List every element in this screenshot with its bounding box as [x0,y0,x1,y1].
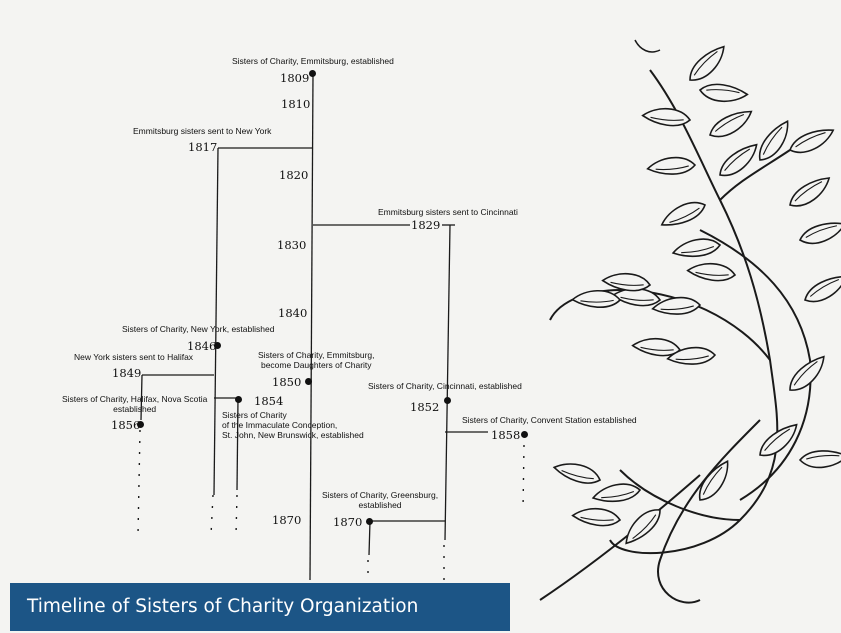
event-year-1829: 1829 [411,218,441,232]
axis-year-1820: 1820 [279,168,309,182]
event-year-1849: 1849 [112,366,142,380]
event-label-1856: Sisters of Charity, Halifax, Nova Scotia… [62,394,208,414]
axis-year-1870: 1870 [272,513,302,527]
event-label-1870: Sisters of Charity, Greensburg, establis… [322,490,439,510]
event-dot-1854 [235,396,242,403]
axis-year-1830: 1830 [277,238,307,252]
event-dot-1850 [305,378,312,385]
event-label-1858: Sisters of Charity, Convent Station esta… [462,415,637,425]
event-label-1852: Sisters of Charity, Cincinnati, establis… [368,381,522,391]
event-dot-1852 [444,397,451,404]
event-year-1846: 1846 [187,339,217,353]
event-dot-1856 [137,421,144,428]
axis-year-1840: 1840 [278,306,308,320]
event-year-1856: 1856 [111,418,141,432]
event-dot-1846 [214,342,221,349]
event-year-1852: 1852 [410,400,440,414]
event-year-1817: 1817 [188,140,218,154]
event-label-1854: Sisters of Charity of the Immaculate Con… [222,410,364,440]
event-year-1809: 1809 [280,71,310,85]
event-dot-1809 [309,70,316,77]
leaf-cluster [552,44,841,546]
event-label-1850: Sisters of Charity, Emmitsburg, become D… [258,350,375,370]
event-label-1817: Emmitsburg sisters sent to New York [133,126,272,136]
event-dot-1870 [366,518,373,525]
caption-banner: Timeline of Sisters of Charity Organizat… [10,583,510,631]
event-year-1850: 1850 [272,375,302,389]
axis-year-1810: 1810 [281,97,311,111]
event-year-1858: 1858 [491,428,521,442]
event-year-1870: 1870 [333,515,363,529]
event-label-1849: New York sisters sent to Halifax [74,352,194,362]
event-label-1829: Emmitsburg sisters sent to Cincinnati [378,207,518,217]
event-label-1846: Sisters of Charity, New York, establishe… [122,324,275,334]
event-year-1854: 1854 [254,394,284,408]
event-label-1809: Sisters of Charity, Emmitsburg, establis… [232,56,394,66]
event-dot-1858 [521,431,528,438]
